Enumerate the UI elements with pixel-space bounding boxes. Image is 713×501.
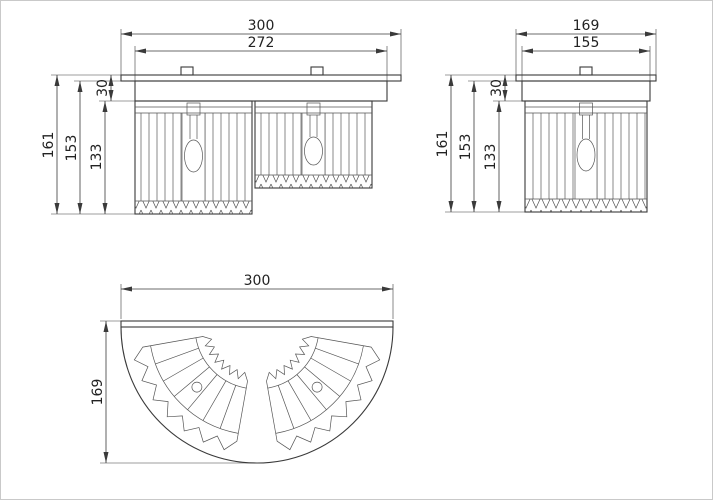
front-left-bulb (184, 139, 203, 173)
plan-crystal-fan-left (133, 336, 248, 451)
front-dim-canopy-height: 30 (95, 79, 111, 97)
side-dim-overall-height: 161 (435, 131, 451, 158)
front-crystal-shade-left (134, 100, 253, 215)
side-dim-body-width: 155 (573, 35, 600, 51)
plan-left-finial-hole (191, 381, 203, 393)
front-right-bulb (304, 136, 323, 166)
front-mount-tab-right (310, 66, 324, 76)
plan-dim-overall-width: 300 (244, 273, 271, 289)
side-dim-shade-height: 133 (483, 144, 499, 171)
side-canopy-plate (515, 74, 657, 82)
side-socket (579, 102, 593, 116)
front-crystal-shade-right (254, 100, 373, 189)
side-canopy-body (521, 80, 651, 102)
plan-view: 300 169 (90, 273, 394, 464)
plan-dim-overall-depth: 169 (90, 379, 106, 406)
front-canopy-body (134, 80, 388, 102)
front-dim-overall-width: 300 (248, 18, 275, 34)
plan-outline (120, 326, 394, 464)
front-canopy-plate (120, 74, 402, 82)
side-dim-overall-width: 169 (573, 18, 600, 34)
front-view: 300 272 30 133 153 161 (41, 18, 402, 215)
side-dim-canopy-height: 30 (489, 79, 505, 97)
plan-backplate (120, 320, 394, 328)
front-right-socket (306, 102, 321, 116)
side-dim-body-height: 153 (458, 134, 474, 161)
front-dim-shade-height: 133 (89, 144, 105, 171)
side-mount-tab (579, 66, 593, 76)
side-view: 169 155 30 133 153 161 (435, 18, 657, 213)
front-left-socket (186, 102, 201, 116)
side-bulb (576, 138, 596, 172)
plan-crystal-fan-right (266, 336, 381, 451)
front-dim-body-height: 153 (64, 135, 80, 162)
front-dim-body-width: 272 (248, 35, 275, 51)
front-mount-tab-left (180, 66, 194, 76)
front-dim-overall-height: 161 (41, 132, 57, 159)
side-crystal-shade (524, 100, 648, 213)
